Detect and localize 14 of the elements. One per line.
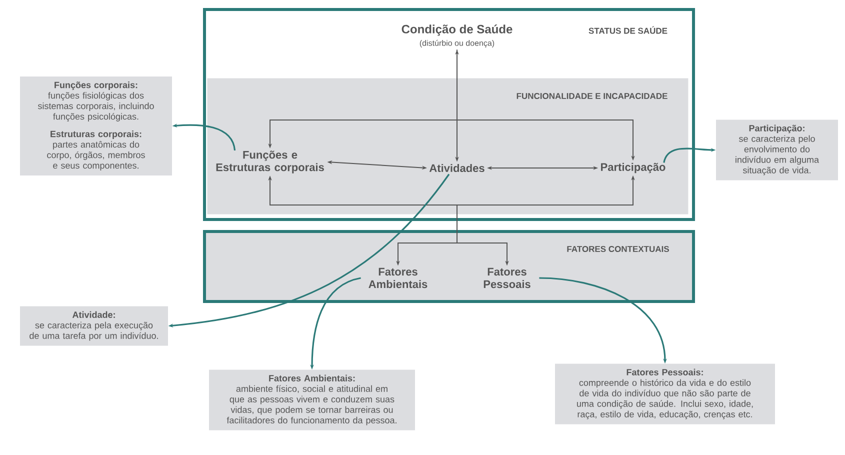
callout-box: Participação: se caracteriza pelo envolvimento do indivíduo em alguma situação de vida. [716, 120, 838, 180]
section-heading: STATUS DE SAÚDE [588, 26, 668, 34]
callout-box: Funções corporais: funções fisiológicas dos sistemas corporais, incluindo funções psicológicas. Estruturas corporais: partes anatômicas do corpo, órgãos, membros e seus componentes. [20, 76, 172, 176]
concept-label: Atividades [429, 164, 484, 172]
callout-box: Atividade: se caracteriza pela execução de uma tarefa por um indivíduo. [20, 306, 168, 346]
concept-label: Participação [601, 162, 666, 174]
concept-label: Condição de Saúde (distúrbio ou doença) [402, 24, 512, 48]
concept-label: Fatores Pessoais [484, 268, 530, 288]
concept-label: Funções e Estruturas corporais [216, 150, 324, 174]
callout-box: Fatores Pessoais: compreende o histórico da vida e do estilo de vida do indivíduo que não são parte de uma condição de saúde. Inclui sexo, idade, raça, estilo de vida, educação, crenças etc. [555, 364, 775, 424]
section-heading: FATORES CONTEXTUAIS [567, 246, 669, 252]
section-heading: FUNCIONALIDADE E INCAPACIDADE [516, 93, 668, 99]
concept-label: Fatores Ambientais [368, 268, 428, 288]
callout-box: Fatores Ambientais: ambiente físico, social e atitudinal em que as pessoas vivem e conduzem suas vidas, que podem se tornar barreiras ou facilitadores do funcionamento da pessoa. [209, 370, 415, 430]
